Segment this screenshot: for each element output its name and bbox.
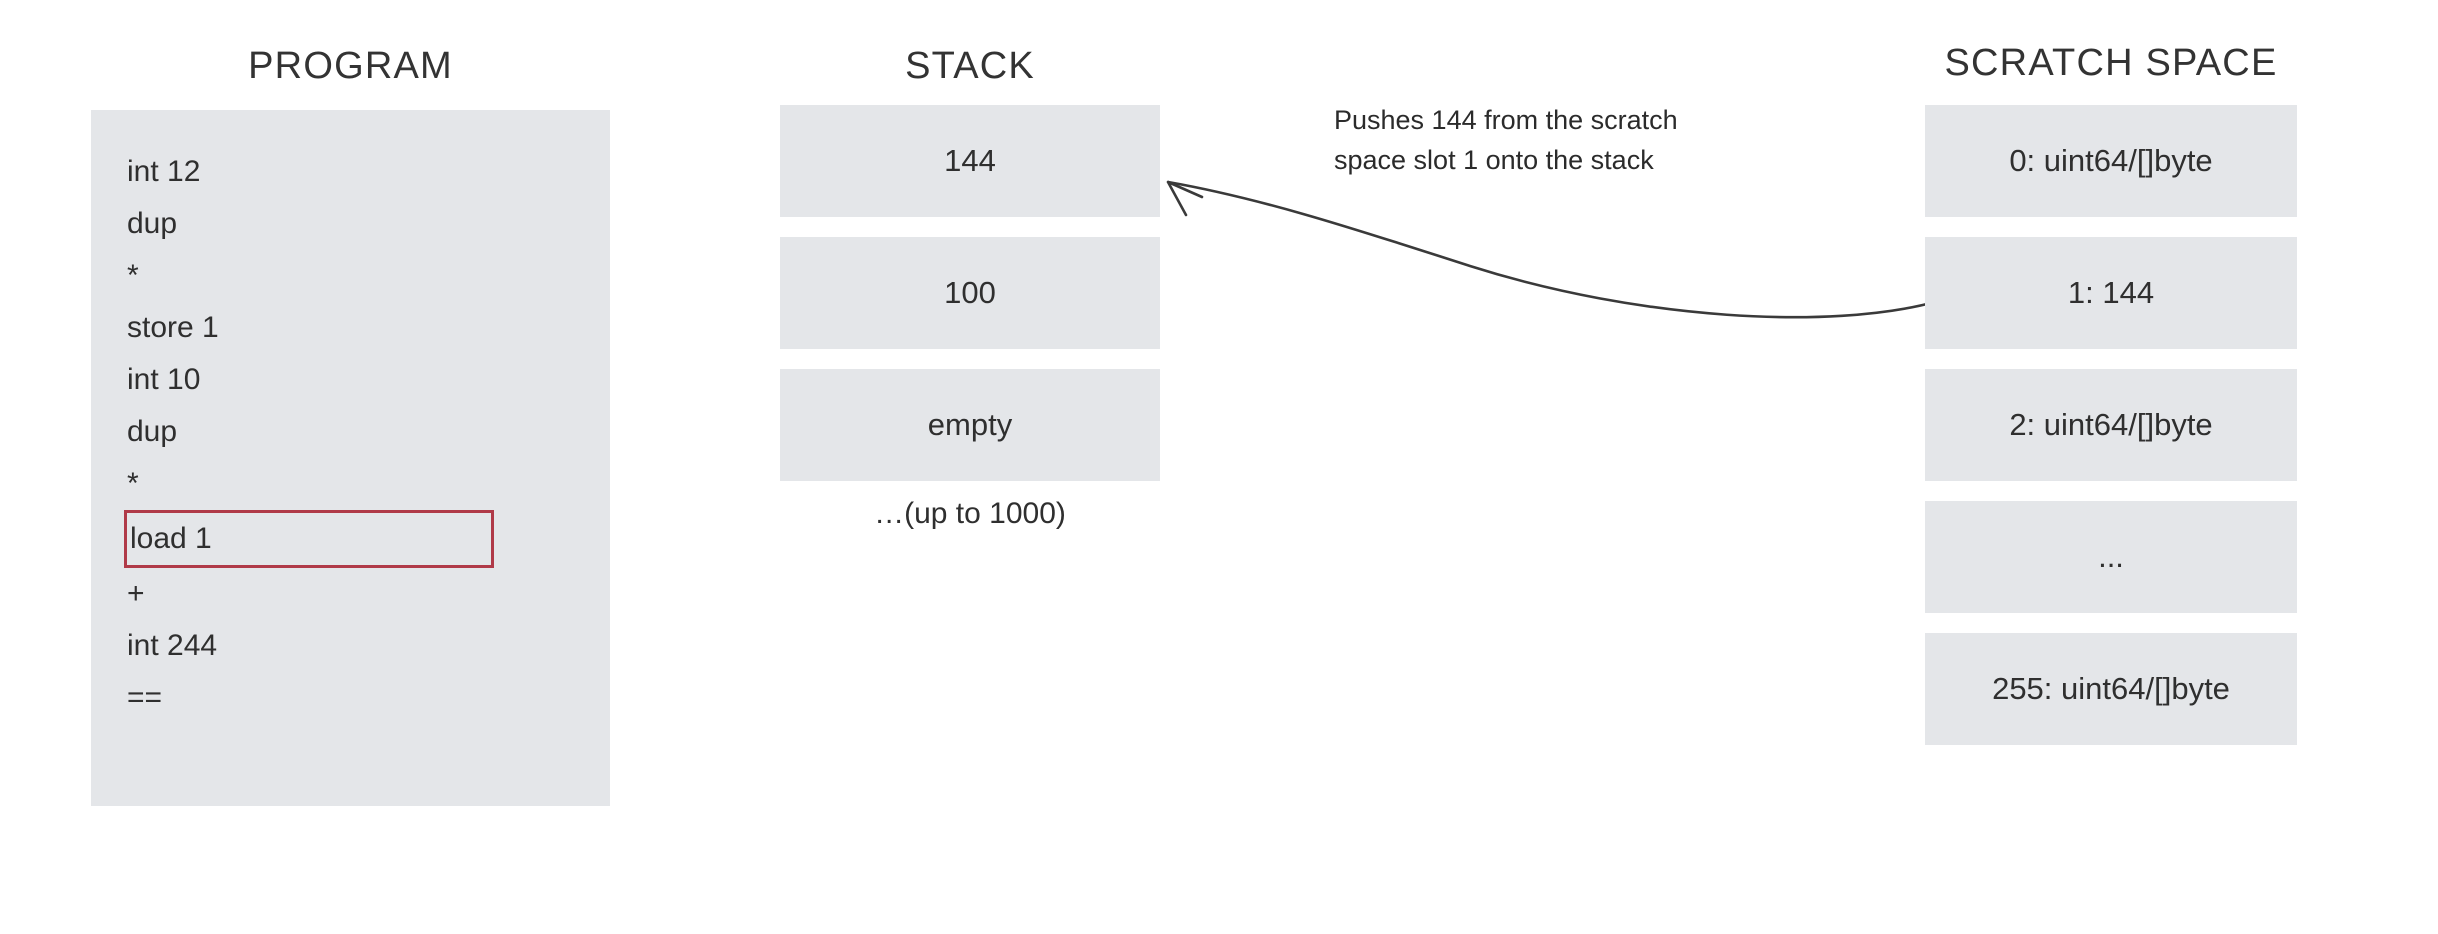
program-line-text: * (127, 467, 139, 500)
push-arrow (1166, 180, 1936, 319)
program-line: * (91, 458, 610, 510)
program-line-text: + (127, 577, 145, 610)
program-line-text: store 1 (127, 311, 219, 344)
scratch-space-slot: 255: uint64/[]byte (1925, 633, 2297, 745)
program-line: + (91, 568, 610, 620)
program-line-text: load 1 (130, 522, 212, 555)
program-listing: int 12 dup * store 1 int 10 dup * load 1 + int 24… (91, 110, 610, 806)
program-line: == (91, 672, 610, 724)
annotation-callout: Pushes 144 from the scratch space slot 1… (1334, 100, 1804, 180)
program-line: * (91, 250, 610, 302)
program-line-text: * (127, 259, 139, 292)
program-line-text: int 10 (127, 363, 201, 396)
arrow-curve (1167, 180, 1936, 319)
stack-cell: 100 (780, 237, 1160, 349)
program-line-highlighted: load 1 (124, 510, 494, 568)
program-line: int 12 (91, 146, 610, 198)
program-column-title: PROGRAM (248, 45, 453, 87)
scratch-space-column-title: SCRATCH SPACE (1944, 42, 2278, 84)
stack-cell: 144 (780, 105, 1160, 217)
stack-cell-list: 144 100 empty (780, 105, 1160, 501)
stack-column-title: STACK (905, 45, 1035, 87)
stack-cell: empty (780, 369, 1160, 481)
program-line-text: dup (127, 207, 178, 240)
program-line-text: int 12 (127, 155, 201, 188)
program-line-text: dup (127, 415, 178, 448)
annotation-line-1: Pushes 144 from the scratch (1334, 105, 1678, 135)
program-line-text: == (127, 681, 163, 714)
scratch-space-slot: ... (1925, 501, 2297, 613)
program-line: store 1 (91, 302, 610, 354)
program-line-text: int 244 (127, 629, 218, 662)
scratch-space-slot-list: 0: uint64/[]byte 1: 144 2: uint64/[]byte..… (1925, 105, 2297, 765)
stack-capacity-note: …(up to 1000) (874, 497, 1066, 530)
scratch-space-slot: 1: 144 (1925, 237, 2297, 349)
scratch-space-slot: 2: uint64/[]byte (1925, 369, 2297, 481)
program-line: int 244 (91, 620, 610, 672)
annotation-line-2: space slot 1 onto the stack (1334, 145, 1654, 175)
program-line: dup (91, 198, 610, 250)
arrow-head (1166, 180, 1204, 217)
program-line: int 10 (91, 354, 610, 406)
scratch-space-slot: 0: uint64/[]byte (1925, 105, 2297, 217)
program-line: dup (91, 406, 610, 458)
